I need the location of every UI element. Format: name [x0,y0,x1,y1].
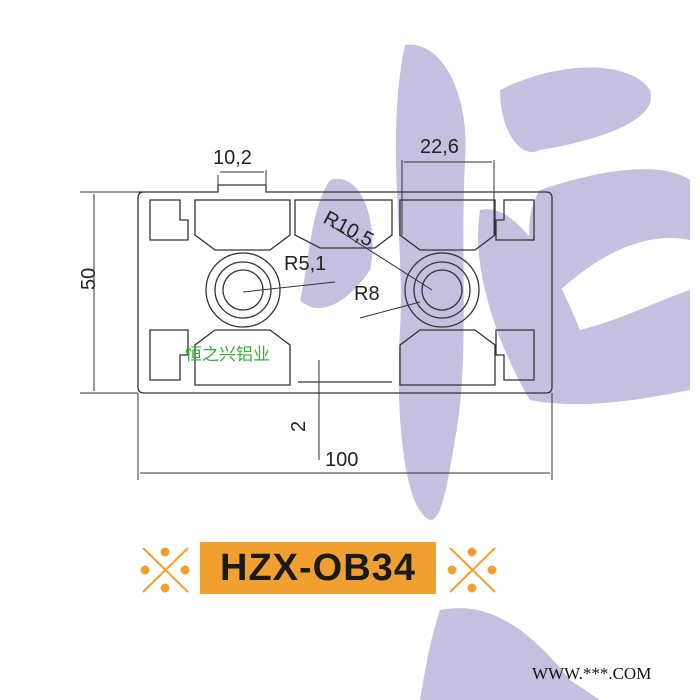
model-badge: HZX-OB34 [200,542,436,594]
dim-wall-thickness: 2 [288,421,310,432]
profile-outline [137,184,553,394]
footer-url: WWW.***.COM [532,664,652,683]
dimension-lines [80,160,553,480]
dim-radius-right: R8 [354,283,380,305]
brand-text: 恒之兴铝业 [185,345,270,365]
dim-height: 50 [78,268,100,290]
watermark-character [300,44,690,700]
dim-slot-width: 10,2 [213,147,252,169]
dim-radius-left: R5,1 [284,253,326,275]
ornament-right-icon [447,547,497,593]
dim-slot-opening: 22,6 [420,136,459,158]
ornament-left-icon [140,547,190,593]
right-gear [413,261,471,319]
dim-width: 100 [325,449,358,471]
